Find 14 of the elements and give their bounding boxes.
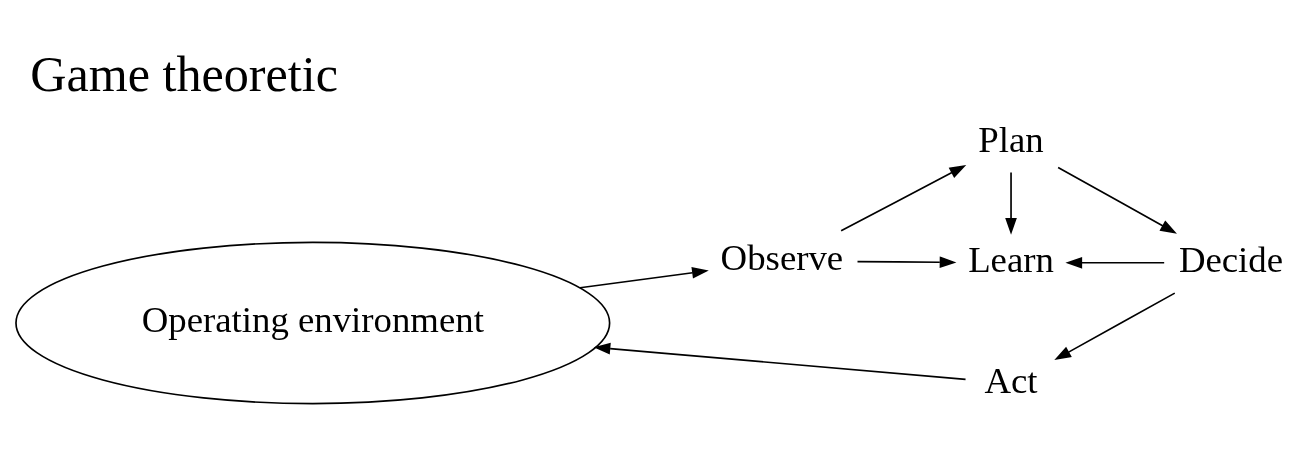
node-text: Observe (720, 237, 844, 279)
node-text: Plan (978, 118, 1044, 160)
arrow (593, 342, 967, 381)
node-text: Learn (968, 239, 1054, 281)
arrow (1065, 256, 1165, 269)
arrow (579, 267, 709, 289)
node-text: Act (984, 359, 1038, 401)
node-text: Decide (1178, 239, 1284, 281)
diagram-title: Game theoretic (30, 45, 338, 102)
arrow (1005, 171, 1017, 235)
arrow (856, 256, 957, 269)
arrow (1054, 292, 1176, 361)
arrow (840, 165, 967, 232)
arrow (1057, 166, 1177, 234)
